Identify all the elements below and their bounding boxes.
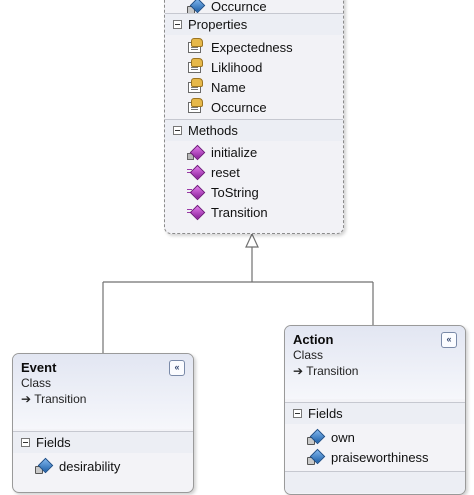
property-occurnce[interactable]: Occurnce (187, 97, 267, 117)
member-label: Expectedness (211, 39, 293, 55)
properties-section-header[interactable]: Properties (165, 13, 343, 35)
field-icon (307, 448, 326, 465)
base-class-line: ➔ Transition (293, 364, 457, 378)
property-icon (187, 78, 203, 95)
collapse-chevron-icon[interactable]: « (441, 332, 457, 348)
field-icon (187, 0, 206, 14)
class-title: Action (293, 332, 334, 347)
method-icon (187, 144, 206, 161)
collapse-toggle-icon[interactable] (21, 438, 30, 447)
property-expectedness[interactable]: Expectedness (187, 37, 293, 57)
member-label: Occurnce (211, 0, 267, 14)
method-reset[interactable]: reset (187, 162, 240, 182)
method-icon (187, 164, 206, 181)
property-icon (187, 98, 203, 115)
field-icon (307, 428, 326, 445)
field-praiseworthiness[interactable]: praiseworthiness (307, 447, 429, 467)
member-label: Name (211, 79, 246, 95)
property-icon (187, 58, 203, 75)
inheritance-connectors (102, 232, 374, 353)
method-transition[interactable]: Transition (187, 202, 268, 222)
member-label: Occurnce (211, 99, 267, 115)
member-label: praiseworthiness (331, 449, 429, 465)
member-label: Liklihood (211, 59, 263, 75)
inheritance-arrowhead (245, 232, 259, 248)
collapse-toggle-icon[interactable] (173, 126, 182, 135)
class-kind: Class (293, 348, 324, 362)
property-icon (187, 38, 203, 55)
base-class-name: Transition (306, 364, 359, 378)
field-own[interactable]: own (307, 427, 355, 447)
method-icon (187, 184, 206, 201)
section-label: Properties (188, 17, 248, 32)
collapse-toggle-icon[interactable] (173, 20, 182, 29)
section-label: Methods (188, 123, 238, 138)
fields-section-header[interactable]: Fields (285, 402, 465, 424)
class-header: Event Class ➔ Transition « (13, 354, 193, 429)
method-initialize[interactable]: initialize (187, 142, 257, 162)
parent-class-box[interactable]: Occurnce Properties Expectedness Likliho… (164, 0, 344, 234)
next-section-header (285, 471, 465, 493)
inherit-arrow-icon: ➔ (293, 364, 304, 378)
section-label: Fields (36, 435, 71, 450)
member-label: reset (211, 164, 240, 180)
method-icon (187, 204, 206, 221)
event-class-box[interactable]: Event Class ➔ Transition « Fields desira… (12, 353, 194, 493)
base-class-line: ➔ Transition (21, 392, 185, 406)
class-kind: Class (21, 376, 52, 390)
section-label: Fields (308, 406, 343, 421)
member-label: own (331, 429, 355, 445)
member-label: desirability (59, 458, 121, 474)
methods-section-header[interactable]: Methods (165, 119, 343, 141)
collapse-toggle-icon[interactable] (293, 409, 302, 418)
field-desirability[interactable]: desirability (35, 456, 120, 476)
collapse-chevron-icon[interactable]: « (169, 360, 185, 376)
field-icon (35, 457, 54, 474)
base-class-name: Transition (34, 392, 87, 406)
inherit-arrow-icon: ➔ (21, 392, 32, 406)
class-title: Event (21, 360, 57, 375)
member-label: Transition (211, 204, 268, 220)
member-label: initialize (211, 144, 258, 160)
class-header: Action Class ➔ Transition « (285, 326, 465, 399)
action-class-box[interactable]: Action Class ➔ Transition « Fields own p… (284, 325, 466, 495)
property-name[interactable]: Name (187, 77, 246, 97)
fields-section-header[interactable]: Fields (13, 431, 193, 453)
method-tostring[interactable]: ToString (187, 182, 259, 202)
property-liklihood[interactable]: Liklihood (187, 57, 262, 77)
member-label: ToString (211, 184, 259, 200)
